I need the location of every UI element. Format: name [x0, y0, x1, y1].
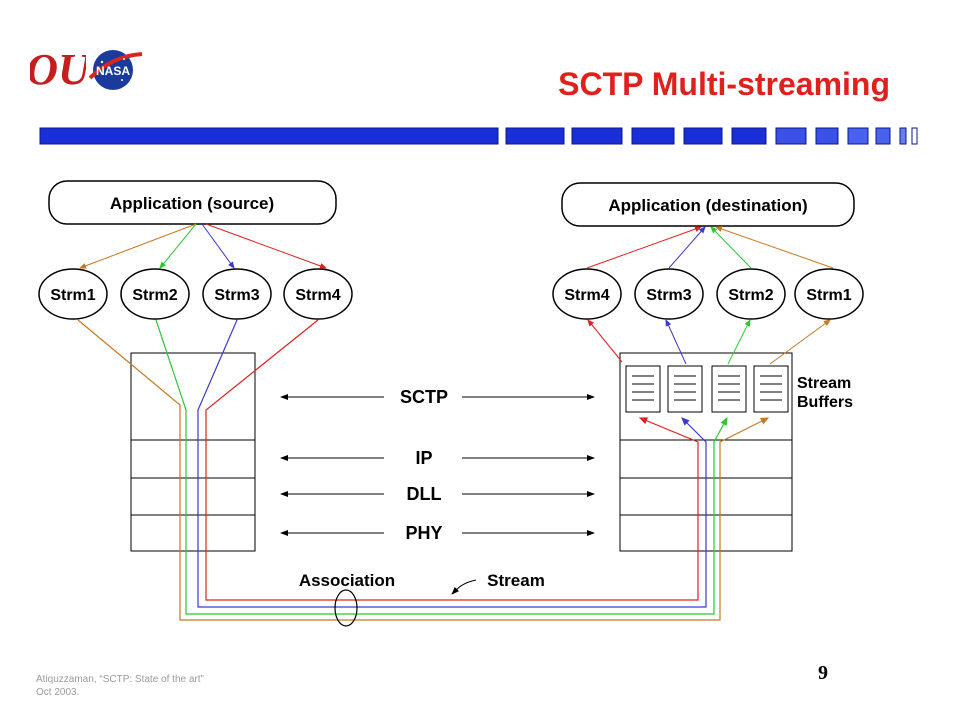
layer-label-phy: PHY — [405, 523, 442, 543]
association-ellipse — [334, 589, 358, 627]
layer-arrows — [280, 394, 595, 536]
destination-stream-label: Strm3 — [646, 287, 691, 304]
association-label: Association — [299, 571, 395, 590]
nasa-logo: NASA — [88, 50, 143, 90]
page-number: 9 — [818, 662, 828, 684]
footer-credit: Atiquzzaman, “SCTP: State of the art” Oc… — [36, 673, 204, 699]
destination-application-label: Application (destination) — [608, 196, 807, 215]
layer-label-sctp: SCTP — [400, 387, 448, 407]
stream-buffers-label: Buffers — [797, 394, 853, 411]
source-application: Application (source) — [48, 180, 337, 225]
destination-application: Application (destination) — [561, 182, 855, 227]
destination-stream-label: Strm4 — [564, 287, 609, 304]
footer-credit-line: Atiquzzaman, “SCTP: State of the art” — [36, 674, 204, 685]
source-application-label: Application (source) — [110, 194, 274, 213]
nasa-logo-text: NASA — [96, 64, 130, 78]
slide-title: SCTP Multi-streaming — [558, 66, 890, 102]
layer-label-dll: DLL — [407, 484, 442, 504]
ou-logo: OU — [30, 45, 86, 94]
title-bar — [39, 127, 918, 145]
destination-streams: Strm4 Strm3 Strm2 Strm1 — [552, 268, 864, 320]
source-stream-label: Strm3 — [214, 287, 259, 304]
layer-label-ip: IP — [415, 448, 432, 468]
source-stream-label: Strm1 — [50, 287, 95, 304]
source-stream-label: Strm2 — [132, 287, 177, 304]
destination-stream-label: Strm1 — [806, 287, 851, 304]
footer-credit-line: Oct 2003. — [36, 687, 80, 698]
stream-buffers — [625, 365, 789, 413]
buffer-stream-arrows — [587, 319, 831, 365]
source-stream-arrows — [79, 223, 327, 269]
stream-pointer — [451, 579, 477, 595]
stream-label: Stream — [487, 571, 545, 590]
source-stream-label: Strm4 — [295, 287, 340, 304]
stream-buffers-label: Stream — [797, 375, 851, 392]
source-protocol-stack — [130, 352, 256, 552]
association-paths — [77, 319, 770, 621]
ou-logo-text: OU — [30, 45, 86, 94]
destination-stream-arrows — [586, 226, 834, 269]
source-streams: Strm1 Strm2 Strm3 Strm4 — [38, 268, 353, 320]
destination-stream-label: Strm2 — [728, 287, 773, 304]
